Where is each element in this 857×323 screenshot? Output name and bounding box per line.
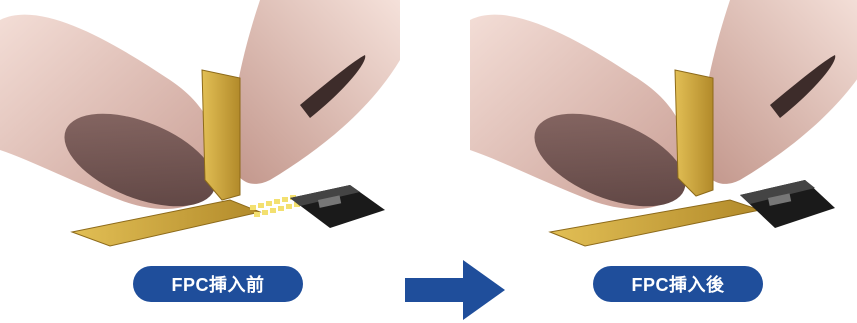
fpc-vertical-part bbox=[202, 70, 240, 200]
index-finger-shape bbox=[231, 0, 400, 184]
after-insertion-illustration bbox=[470, 0, 857, 250]
fpc-flat-part bbox=[550, 200, 760, 246]
before-insertion-illustration bbox=[0, 0, 400, 250]
right-arrow-icon bbox=[405, 260, 505, 320]
caption-before-insertion: FPC挿入前 bbox=[133, 266, 303, 302]
caption-after-insertion: FPC挿入後 bbox=[593, 266, 763, 302]
after-illustration-svg bbox=[470, 0, 857, 250]
index-finger-shape bbox=[701, 0, 857, 184]
before-illustration-svg bbox=[0, 0, 400, 250]
fpc-vertical-part bbox=[675, 70, 713, 196]
